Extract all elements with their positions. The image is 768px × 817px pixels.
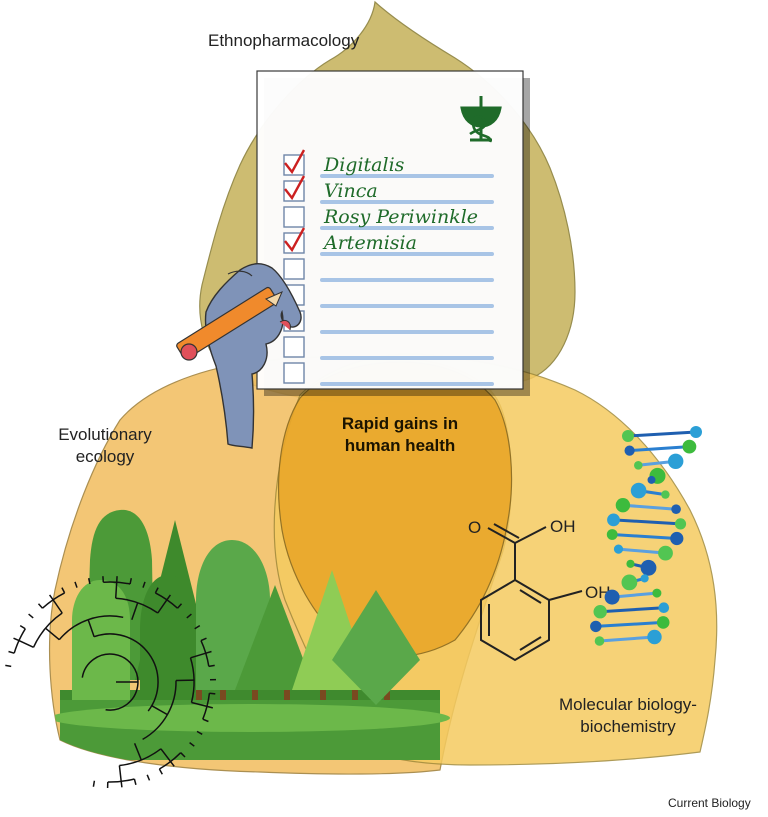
strand-node xyxy=(661,490,669,498)
evolutionary-ecology-label: Evolutionary ecology xyxy=(40,424,170,468)
strand-node xyxy=(622,575,638,591)
strand-node xyxy=(595,636,605,646)
strand-node xyxy=(614,545,623,554)
ethnopharmacology-label: Ethnopharmacology xyxy=(208,30,359,52)
strand-node xyxy=(631,483,647,499)
strand-node xyxy=(671,504,681,514)
checkbox xyxy=(284,337,304,357)
strand-node xyxy=(590,621,601,632)
strand-node xyxy=(607,514,620,527)
strand-node xyxy=(670,532,683,545)
strand-node xyxy=(626,560,634,568)
checklist-item: Rosy Periwinkle xyxy=(323,206,478,228)
strand-node xyxy=(648,476,656,484)
writing-line xyxy=(320,356,494,360)
strand-node xyxy=(616,498,630,512)
strand-node xyxy=(690,426,702,438)
strand-node xyxy=(659,602,670,613)
checklist-item: Vinca xyxy=(324,180,378,202)
strand-node xyxy=(647,630,661,644)
checkbox xyxy=(284,207,304,227)
credit-label: Current Biology xyxy=(668,796,751,810)
checkbox xyxy=(284,259,304,279)
writing-line xyxy=(320,382,494,386)
base-pair xyxy=(628,432,696,436)
writing-line xyxy=(320,278,494,282)
strand-node xyxy=(641,560,657,576)
strand-node xyxy=(634,461,643,470)
checkbox xyxy=(284,363,304,383)
strand-node xyxy=(622,430,634,442)
carbonyl-oxygen-label: O xyxy=(468,518,481,537)
strand-node xyxy=(658,546,673,561)
strand-node xyxy=(641,574,649,582)
tree xyxy=(140,575,196,700)
strand-node xyxy=(594,605,607,618)
writing-line xyxy=(320,304,494,308)
acid-oh-label: OH xyxy=(550,517,576,536)
strand-node xyxy=(625,446,635,456)
writing-line xyxy=(320,330,494,334)
strand-node xyxy=(607,529,618,540)
strand-node xyxy=(668,454,683,469)
checklist-item: Artemisia xyxy=(322,232,417,254)
strand-node xyxy=(675,518,686,529)
checklist-item: Digitalis xyxy=(323,154,405,176)
molecular-biology-label: Molecular biology-biochemistry xyxy=(530,694,726,738)
strand-node xyxy=(652,589,661,598)
strand-node xyxy=(605,590,620,605)
strand-node xyxy=(657,616,670,629)
center-label: Rapid gains in human health xyxy=(320,413,480,457)
strand-node xyxy=(683,440,697,454)
